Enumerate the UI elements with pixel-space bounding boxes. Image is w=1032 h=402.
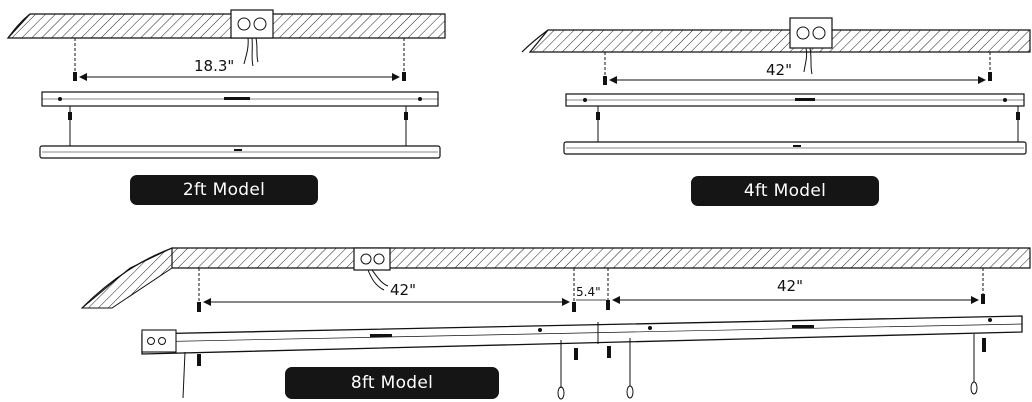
hanging-wires-4ft [596,106,1020,142]
ceiling-4ft [521,29,1031,53]
suspension-cables-8ft [197,268,985,312]
diagram-4ft-model: 42" [521,17,1031,155]
dimension-label-4ft: 42" [766,61,792,79]
model-label-4ft: 4ft Model [691,176,879,206]
suspension-cables-4ft [603,52,992,85]
dimension-label-2ft: 18.3" [194,57,234,75]
dimension-label-8ft-gap: 5.4" [576,285,601,299]
diagram-2ft-model: 18.3" [6,9,446,159]
mounting-bracket-2ft [41,91,439,107]
hanging-wires-8ft [182,334,986,400]
ceiling-8ft [80,247,1031,309]
model-label-2ft: 2ft Model [130,175,318,205]
mounting-bracket-4ft [565,93,1025,107]
dimension-label-8ft-left: 42" [390,281,416,299]
light-fixture-2ft [39,145,441,159]
junction-box-icon [789,17,833,75]
light-fixture-4ft [563,141,1027,155]
dimension-label-8ft-right: 42" [777,277,803,295]
suspension-cables-2ft [73,38,406,81]
hanging-wires-2ft [68,106,408,146]
junction-box-icon [353,247,391,291]
dimension-lines-8ft [203,296,979,306]
model-label-8ft: 8ft Model [285,367,499,399]
diagram-8ft-model: 42" 5.4" 42" [80,247,1031,400]
ceiling-2ft [6,13,446,39]
light-fixture-8ft [141,315,1023,355]
junction-box-icon [230,9,274,67]
